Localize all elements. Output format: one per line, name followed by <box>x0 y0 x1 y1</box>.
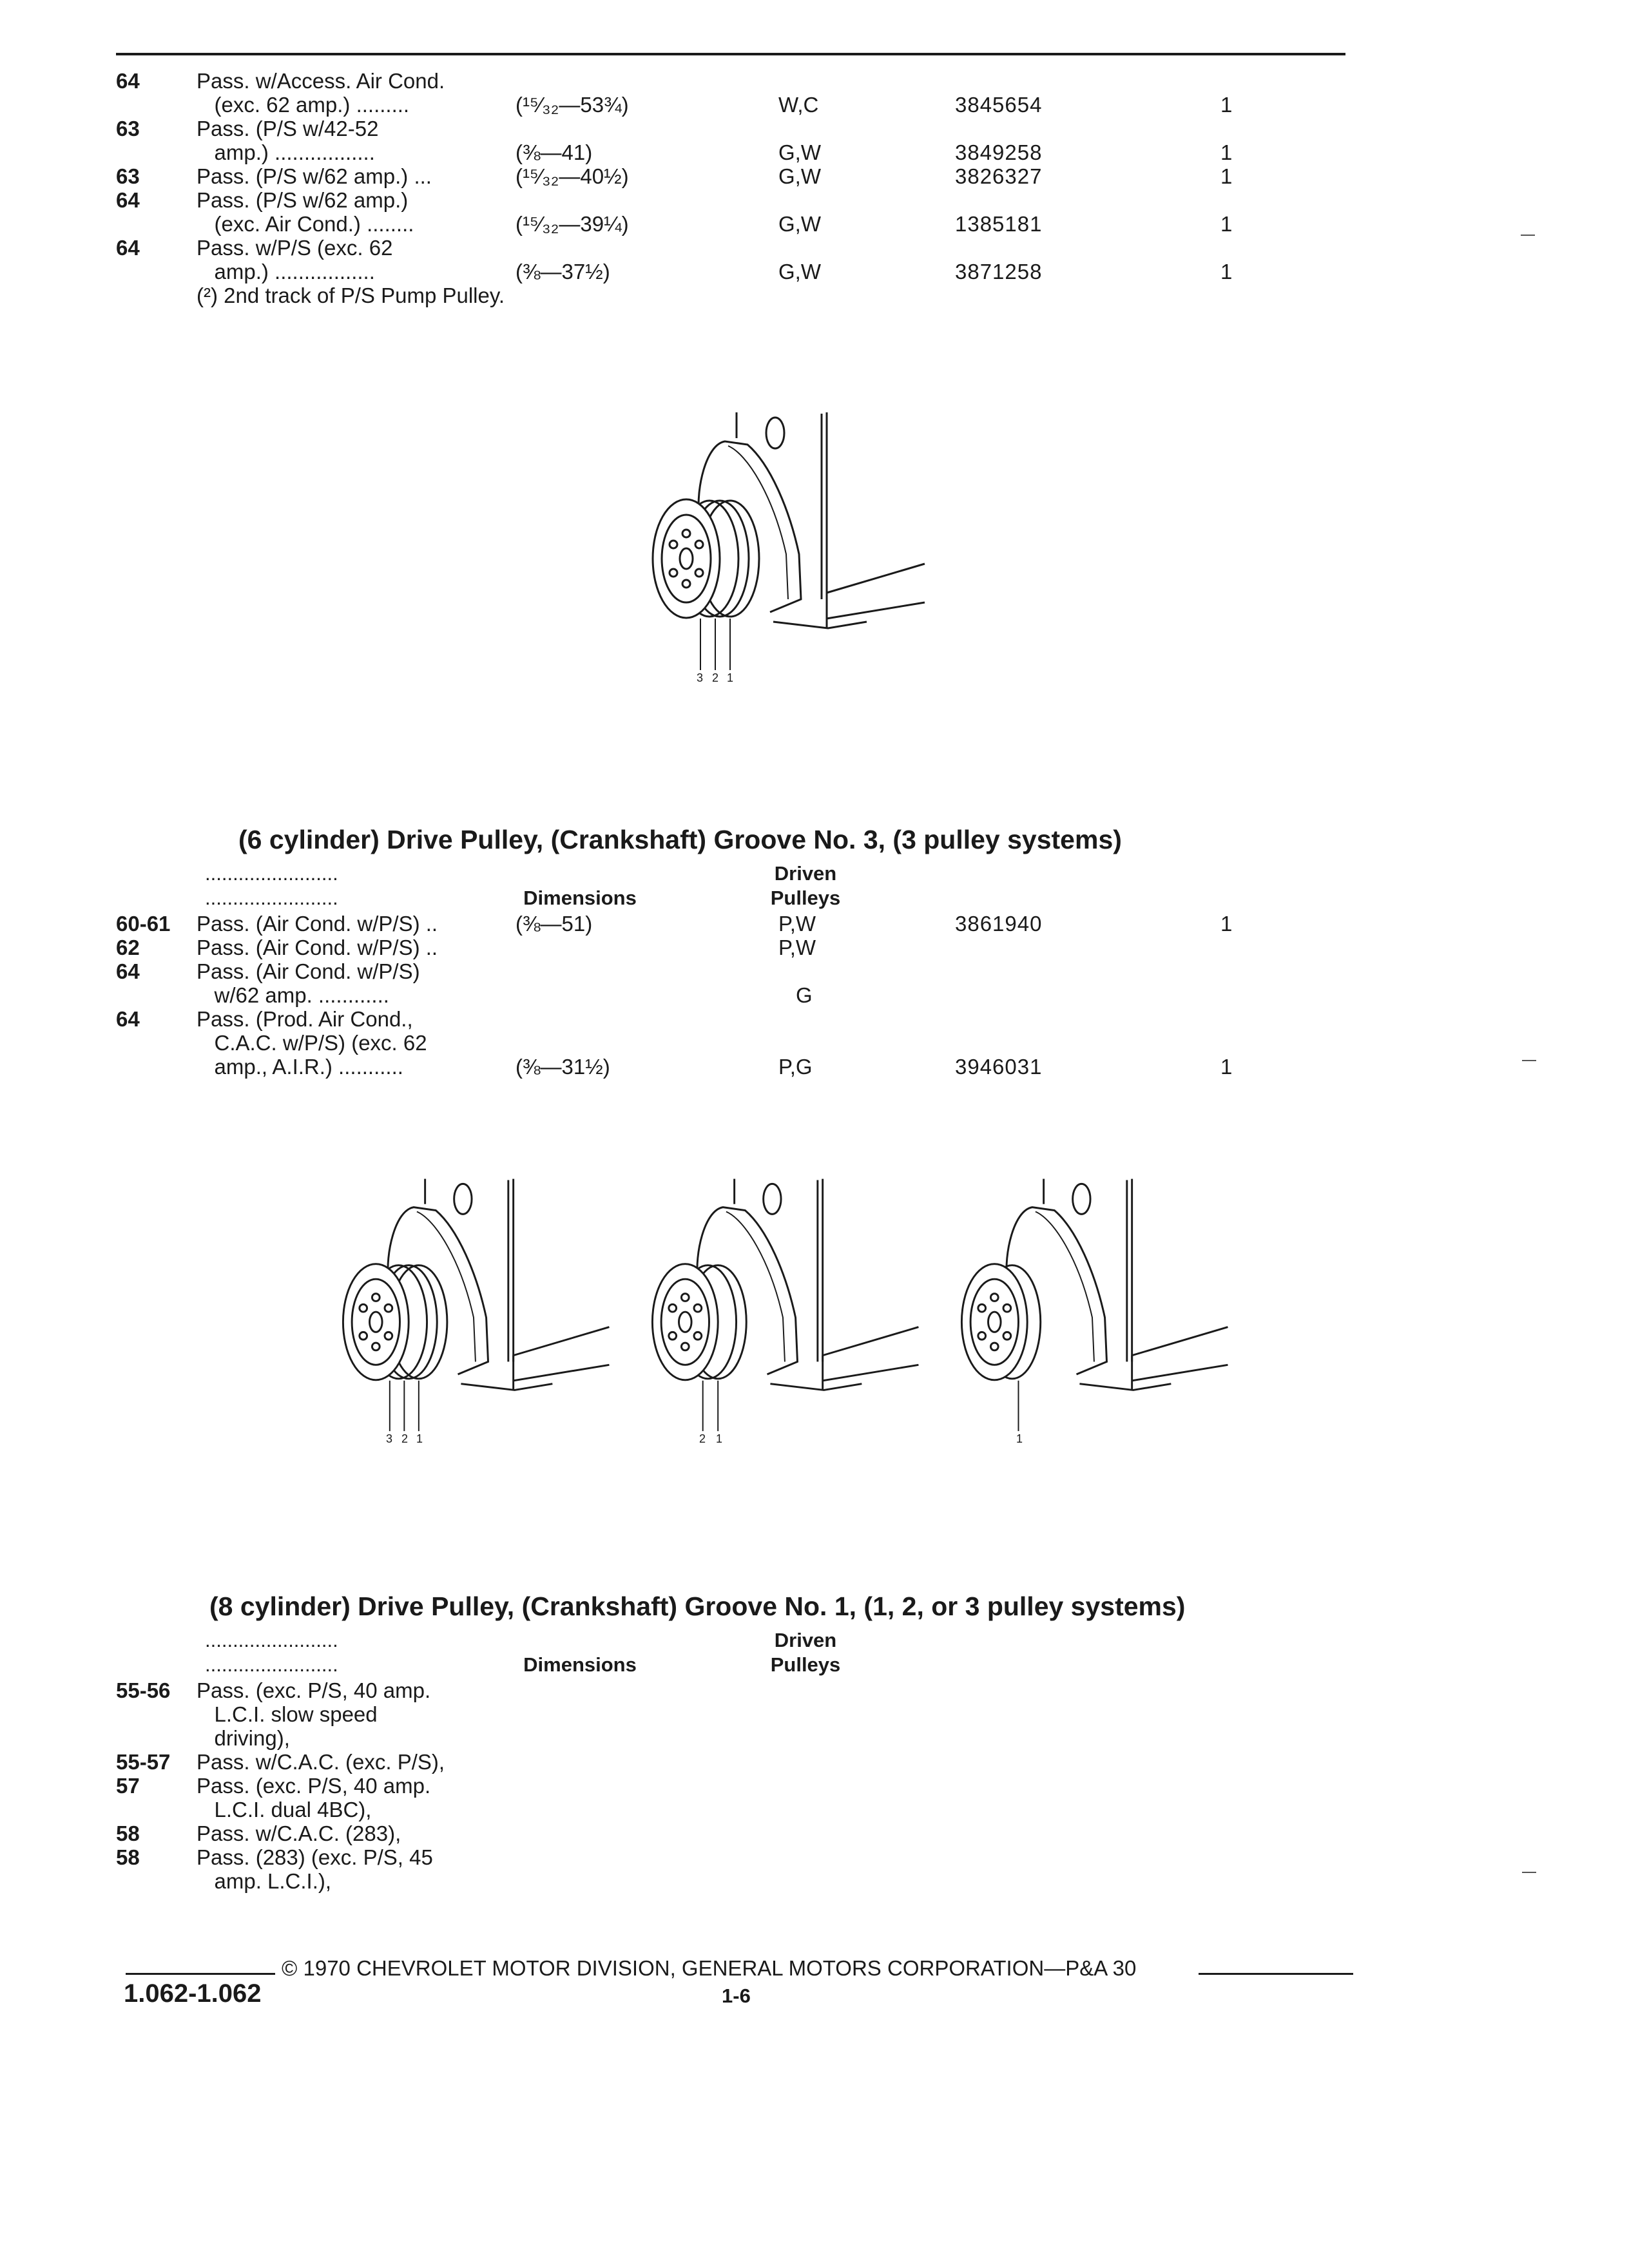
dot-leader: ........................ <box>205 1653 338 1676</box>
dot-leader: ........................ <box>205 887 338 909</box>
crankshaft-pulley-illustration <box>651 1178 919 1432</box>
margin-mark <box>1522 1060 1536 1061</box>
section3-title: (8 cylinder) Drive Pulley, (Crankshaft) … <box>209 1591 1186 1621</box>
groove-label: 2 <box>712 671 719 684</box>
groove-label: 1 <box>1016 1432 1023 1445</box>
header-dimensions: Dimensions <box>523 1653 637 1676</box>
header-pulleys: Pulleys <box>770 887 841 909</box>
dot-leader: ........................ <box>205 862 338 885</box>
margin-mark <box>1521 235 1535 236</box>
copyright-notice: © 1970 CHEVROLET MOTOR DIVISION, GENERAL… <box>282 1956 1137 1980</box>
groove-label: 3 <box>697 671 704 684</box>
pulley-figure-1: 3 2 1 <box>635 406 938 696</box>
footer-rule-left <box>126 1973 275 1975</box>
page-number: 1-6 <box>722 1984 751 2007</box>
groove-label: 1 <box>716 1432 723 1445</box>
crankshaft-pulley-illustration <box>960 1178 1228 1432</box>
groove-label: 2 <box>699 1432 706 1445</box>
crankshaft-pulley-illustration <box>342 1178 610 1432</box>
margin-mark <box>1522 1872 1536 1873</box>
crankshaft-pulley-illustration <box>651 412 925 670</box>
groove-label: 1 <box>727 671 734 684</box>
pulley-figure-2b: 2 1 <box>635 1169 931 1459</box>
pulley-figure-2c: 1 <box>944 1169 1240 1459</box>
top-rule <box>116 53 1345 55</box>
groove-label: 2 <box>401 1432 409 1445</box>
groove-label: 1 <box>416 1432 423 1445</box>
header-driven: Driven <box>774 862 837 885</box>
pulley-figure-2a: 3 2 1 <box>325 1169 622 1459</box>
groove-label: 3 <box>386 1432 393 1445</box>
dot-leader: ........................ <box>205 1629 338 1651</box>
header-driven: Driven <box>774 1629 837 1651</box>
section2-title: (6 cylinder) Drive Pulley, (Crankshaft) … <box>238 825 1122 854</box>
footer-rule-right <box>1199 1973 1353 1975</box>
header-pulleys: Pulleys <box>770 1653 841 1676</box>
header-dimensions: Dimensions <box>523 887 637 909</box>
page-code: 1.062-1.062 <box>124 1979 262 2008</box>
